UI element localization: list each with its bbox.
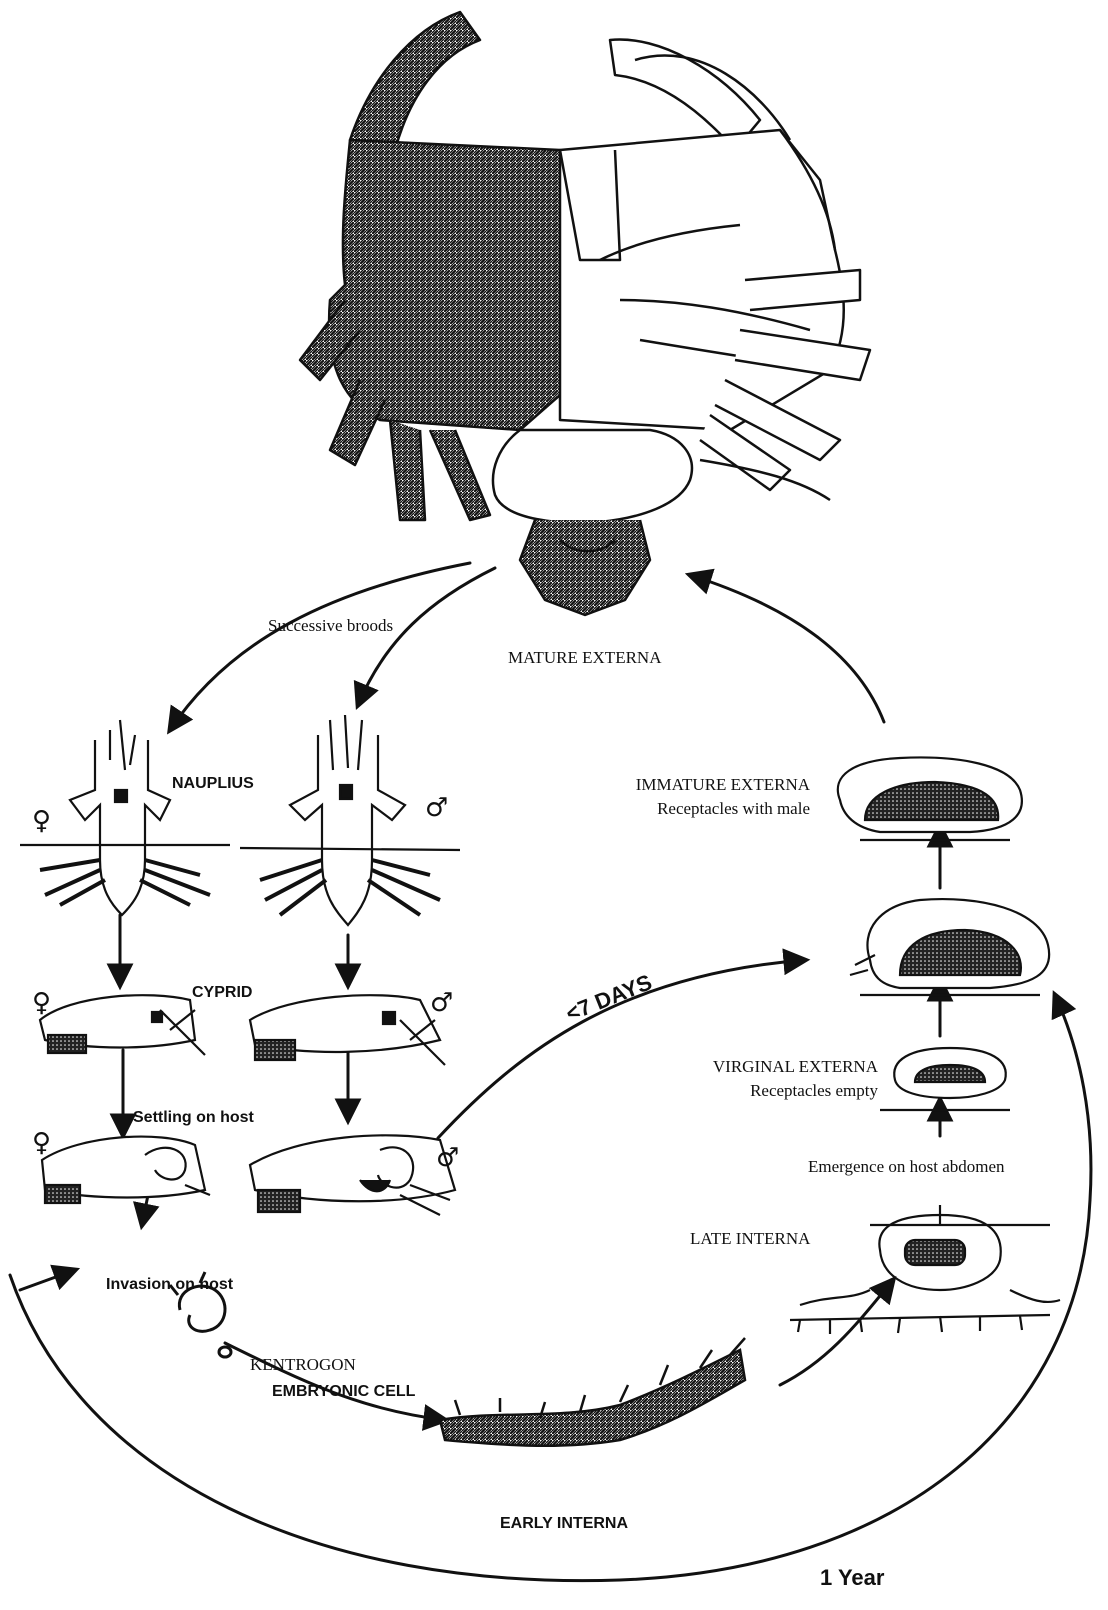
one-year-label: 1 Year	[820, 1567, 884, 1589]
female-settled-cyprid-drawing	[42, 1137, 210, 1203]
male-settled-cyprid-drawing	[250, 1135, 455, 1215]
virginal-externa-drawing	[880, 1048, 1010, 1110]
female-symbol-icon: ♀	[32, 990, 51, 1016]
receptacles-empty-label: Receptacles empty	[620, 1082, 878, 1099]
embryonic-cell-label: EMBRYONIC CELL	[272, 1384, 415, 1400]
crab-host-illustration	[300, 12, 870, 615]
emergence-on-host-abdomen-label: Emergence on host abdomen	[808, 1158, 1005, 1175]
nauplius-label: NAUPLIUS	[172, 776, 254, 792]
immature-externa-label: IMMATURE EXTERNA	[560, 776, 810, 793]
receptacles-with-male-label: Receptacles with male	[560, 800, 810, 817]
cyprid-label: CYPRID	[192, 985, 252, 1001]
early-interna-drawing	[440, 1338, 745, 1446]
early-interna-label: EARLY INTERNA	[500, 1516, 628, 1532]
male-symbol-icon: ♂	[425, 795, 448, 821]
settling-on-host-label: Settling on host	[133, 1110, 254, 1126]
immature-externa-drawing	[838, 757, 1022, 840]
female-symbol-icon: ♀	[32, 808, 51, 834]
female-nauplius-drawing	[20, 720, 230, 915]
male-symbol-icon: ♂	[436, 1145, 459, 1171]
kentrogon-label: KENTROGON	[250, 1356, 356, 1373]
successive-broods-label: Successive broods	[268, 617, 393, 634]
female-cyprid-drawing	[40, 995, 205, 1055]
virginal-externa-label: VIRGINAL EXTERNA	[620, 1058, 878, 1075]
invasion-on-host-label: Invasion on host	[106, 1277, 233, 1293]
female-symbol-icon: ♀	[32, 1130, 51, 1156]
late-interna-label: LATE INTERNA	[690, 1230, 810, 1247]
male-symbol-icon: ♂	[430, 990, 453, 1016]
mature-externa-label: MATURE EXTERNA	[508, 649, 661, 666]
developing-externa-drawing	[850, 899, 1049, 995]
late-interna-drawing	[790, 1205, 1060, 1334]
